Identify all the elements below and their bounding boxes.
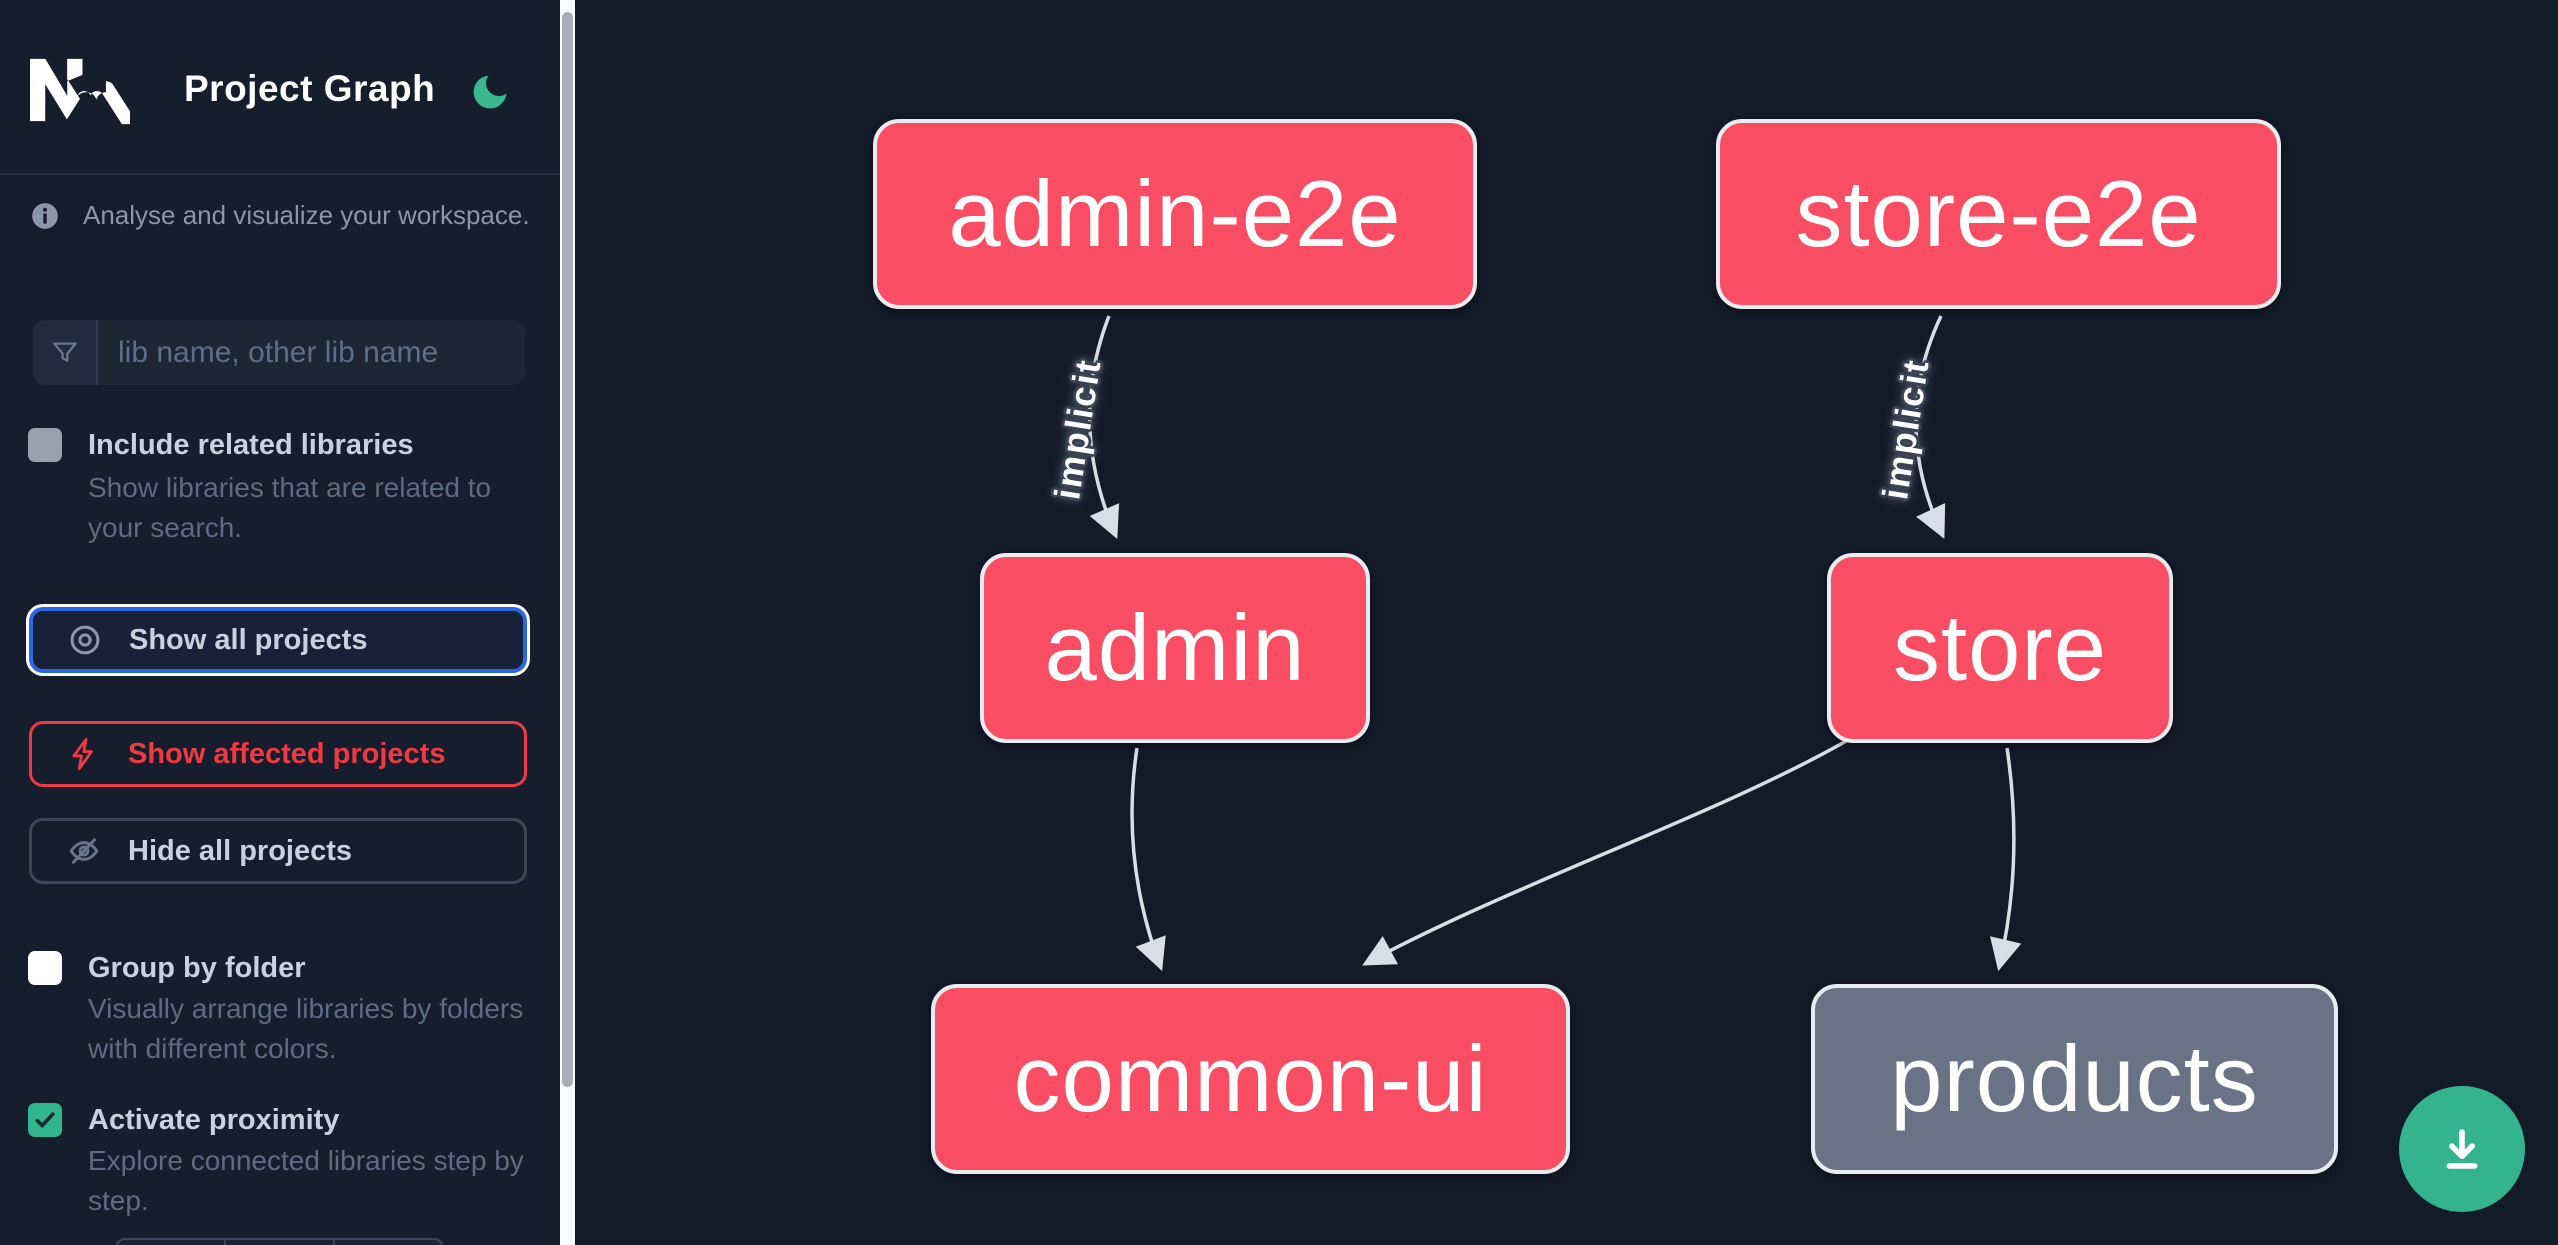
download-icon [2446, 1129, 2478, 1169]
bottom-segmented-control[interactable] [115, 1238, 444, 1245]
toggle-description: Show libraries that are related to your … [88, 472, 492, 543]
checkbox-group-by-folder[interactable] [28, 951, 62, 985]
segment-option[interactable] [335, 1240, 442, 1245]
button-label: Show all projects [129, 623, 368, 656]
filter-projects-input[interactable] [98, 320, 525, 385]
toggle-description: Explore connected libraries step by step… [88, 1145, 524, 1216]
segment-option[interactable] [117, 1240, 226, 1245]
bolt-icon [72, 737, 93, 771]
hide-all-projects-button[interactable]: Hide all projects [29, 818, 527, 884]
node-label: store [1893, 595, 2107, 700]
edge-store-e2e-to-store [1914, 315, 1946, 539]
sidebar: Project Graph Analyse and visualize your… [0, 0, 560, 1245]
checkbox-include-related[interactable] [28, 428, 62, 462]
info-icon [32, 202, 58, 229]
search-box [33, 320, 525, 385]
checkbox-activate-proximity[interactable] [28, 1103, 62, 1137]
tagline-row: Analyse and visualize your workspace. [31, 200, 530, 231]
graph-node-products[interactable]: products [1811, 984, 2338, 1174]
graph-node-admin-e2e[interactable]: admin-e2e [873, 119, 1477, 309]
toggle-label: Include related libraries [88, 429, 414, 461]
graph-node-store[interactable]: store [1827, 553, 2173, 743]
eye-slash-icon [69, 838, 99, 864]
sidebar-scrollbar-track[interactable] [560, 0, 575, 1245]
check-icon [35, 1112, 55, 1128]
graph-node-common-ui[interactable]: common-ui [931, 984, 1570, 1174]
page-title: Project Graph [184, 68, 436, 109]
node-label: store-e2e [1795, 161, 2202, 266]
segment-option[interactable] [226, 1240, 335, 1245]
toggle-label: Activate proximity [88, 1104, 340, 1136]
moon-icon [473, 75, 507, 109]
project-graph-canvas[interactable]: implicit implicit admin-e2e store-e2e ad… [575, 0, 2558, 1245]
header-divider [0, 173, 560, 175]
show-all-projects-button[interactable]: Show all projects [29, 607, 527, 673]
node-label: admin [1044, 595, 1306, 700]
graph-node-admin[interactable]: admin [980, 553, 1370, 743]
funnel-icon [33, 320, 98, 385]
button-label: Hide all projects [128, 834, 353, 867]
edge-store-to-common-ui [1362, 738, 1849, 966]
tagline-text: Analyse and visualize your workspace. [83, 200, 530, 230]
edge-admin-e2e-to-admin [1087, 315, 1120, 539]
theme-toggle-button[interactable] [468, 70, 512, 114]
node-label: common-ui [1013, 1026, 1488, 1131]
toggle-label: Group by folder [88, 952, 306, 984]
eye-icon [70, 625, 100, 655]
nx-logo [30, 58, 130, 125]
graph-node-store-e2e[interactable]: store-e2e [1716, 119, 2281, 309]
download-graph-button[interactable] [2399, 1086, 2525, 1212]
node-label: admin-e2e [948, 161, 1402, 266]
sidebar-scrollbar-thumb[interactable] [562, 12, 573, 1087]
edge-store-to-products [1990, 747, 2022, 972]
toggle-description: Visually arrange libraries by folders wi… [88, 993, 524, 1064]
node-label: products [1890, 1026, 2259, 1131]
graph-edges [1087, 315, 2022, 972]
button-label: Show affected projects [128, 737, 446, 770]
edge-admin-to-common-ui [1130, 747, 1166, 971]
show-affected-projects-button[interactable]: Show affected projects [29, 721, 527, 787]
